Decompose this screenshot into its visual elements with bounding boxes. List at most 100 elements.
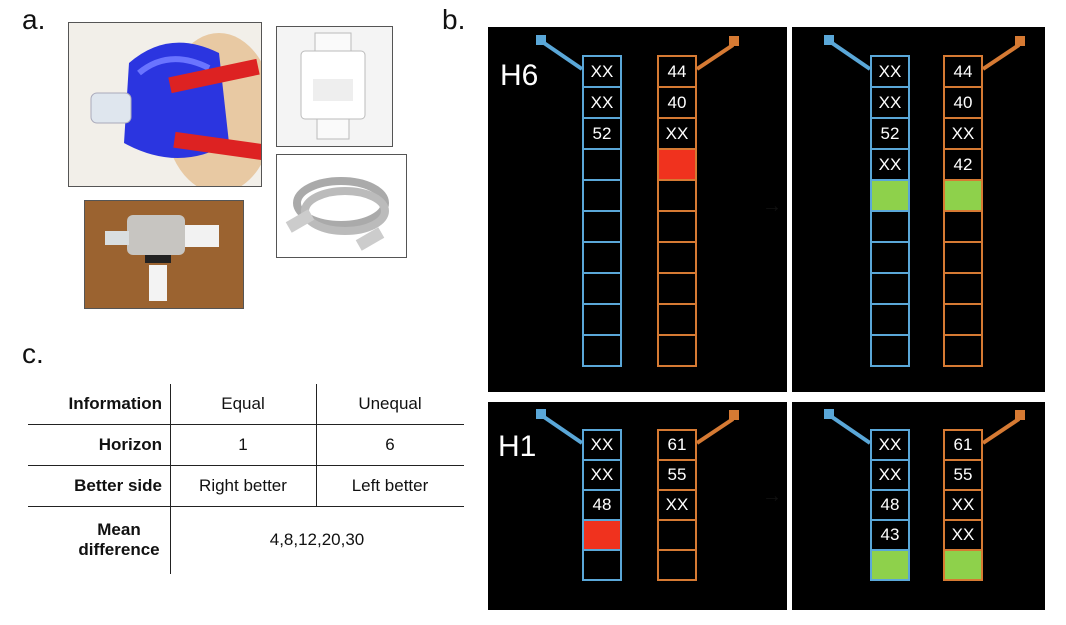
right-arm-slot: 44 [943,55,983,88]
left-arm-slot: XX [870,55,910,88]
left-arm-slot [582,334,622,367]
table-cell: Equal [221,394,265,413]
section-label-c: c. [22,338,44,369]
table-cell: Unequal [358,394,422,413]
left-arm-slot [582,241,622,274]
left-arm-slot [582,148,622,181]
table-row: Information Equal Unequal [28,384,464,425]
table-divider [170,384,171,574]
row-header: Mean difference [78,520,160,559]
left-arm-slot: XX [582,459,622,491]
left-arm-slot: XX [582,429,622,461]
right-arm-slot: XX [657,117,697,150]
left-arm-slot [870,179,910,212]
right-arm-line [981,417,1021,445]
left-arm-slot [870,272,910,305]
left-arm-handle [824,409,834,419]
left-arm-line [830,41,872,71]
left-arm-slot: XX [870,86,910,119]
left-arm-slot: XX [582,86,622,119]
right-arm-slot [657,549,697,581]
right-arm-handle [1015,410,1025,420]
arrow-icon: → [762,485,782,507]
left-arm-slot [870,549,910,581]
row-header: Information [68,394,163,413]
table-cell: 4,8,12,20,30 [269,530,365,549]
table-cell: Right better [199,476,287,495]
section-label-a: a. [22,4,46,35]
left-arm-slot [870,334,910,367]
right-arm-slot: 42 [943,148,983,181]
left-arm-slot [870,241,910,274]
right-arm-slot: 61 [657,429,697,461]
horizon-label: H6 [500,59,539,92]
left-arm-slot [582,272,622,305]
left-arm-slot: XX [870,148,910,181]
table-row: Horizon 1 6 [28,425,464,466]
face-mask-photo [68,22,262,187]
left-arm-slot: XX [870,459,910,491]
left-arm-slot [582,519,622,551]
table-cell: 6 [385,435,395,454]
right-arm-slot [657,148,697,181]
row-header: Better side [74,476,162,495]
right-arm-slot [657,303,697,336]
left-arm-slot: XX [582,55,622,88]
left-arm-slot: 52 [582,117,622,150]
left-arm-line [542,41,584,71]
right-arm-line [695,417,735,445]
right-arm-slot [943,210,983,243]
table-divider [316,384,317,507]
left-arm-slot: XX [870,429,910,461]
right-arm-slot: 55 [943,459,983,491]
right-arm-slot [657,334,697,367]
left-arm-handle [536,35,546,45]
right-arm-slot [657,179,697,212]
table-row: Better side Right better Left better [28,466,464,507]
table-row: Mean difference 4,8,12,20,30 [28,507,464,573]
right-arm-slot: 44 [657,55,697,88]
valve-photo [84,200,244,309]
tube-photo [276,154,407,258]
left-arm-handle [536,409,546,419]
right-arm-slot: XX [943,489,983,521]
right-arm-slot [657,519,697,551]
left-arm-handle [824,35,834,45]
left-arm-slot: 43 [870,519,910,551]
arrow-icon: → [762,195,782,217]
horizon-label: H1 [498,430,537,463]
right-arm-slot: 55 [657,459,697,491]
right-arm-slot [943,334,983,367]
table-cell: 1 [238,435,248,454]
left-arm-slot [582,210,622,243]
right-arm-slot [943,272,983,305]
slot-hooks [824,35,1025,71]
left-arm-slot [870,210,910,243]
left-arm-slot [582,179,622,212]
filter-photo [276,26,393,147]
slot-hooks [536,35,739,71]
right-arm-handle [729,410,739,420]
right-arm-slot [657,241,697,274]
left-arm-slot [582,549,622,581]
slot-hooks [536,409,739,445]
section-label-b: b. [442,4,466,35]
right-arm-slot: XX [943,519,983,551]
right-arm-handle [1015,36,1025,46]
right-arm-slot [943,179,983,212]
slot-hooks [824,409,1025,445]
right-arm-slot: XX [943,117,983,150]
right-arm-slot [943,549,983,581]
right-arm-slot: XX [657,489,697,521]
right-arm-slot: 40 [943,86,983,119]
right-arm-slot [657,272,697,305]
right-arm-handle [729,36,739,46]
right-arm-slot [943,303,983,336]
left-arm-slot [870,303,910,336]
right-arm-slot [657,210,697,243]
left-arm-line [542,415,584,445]
